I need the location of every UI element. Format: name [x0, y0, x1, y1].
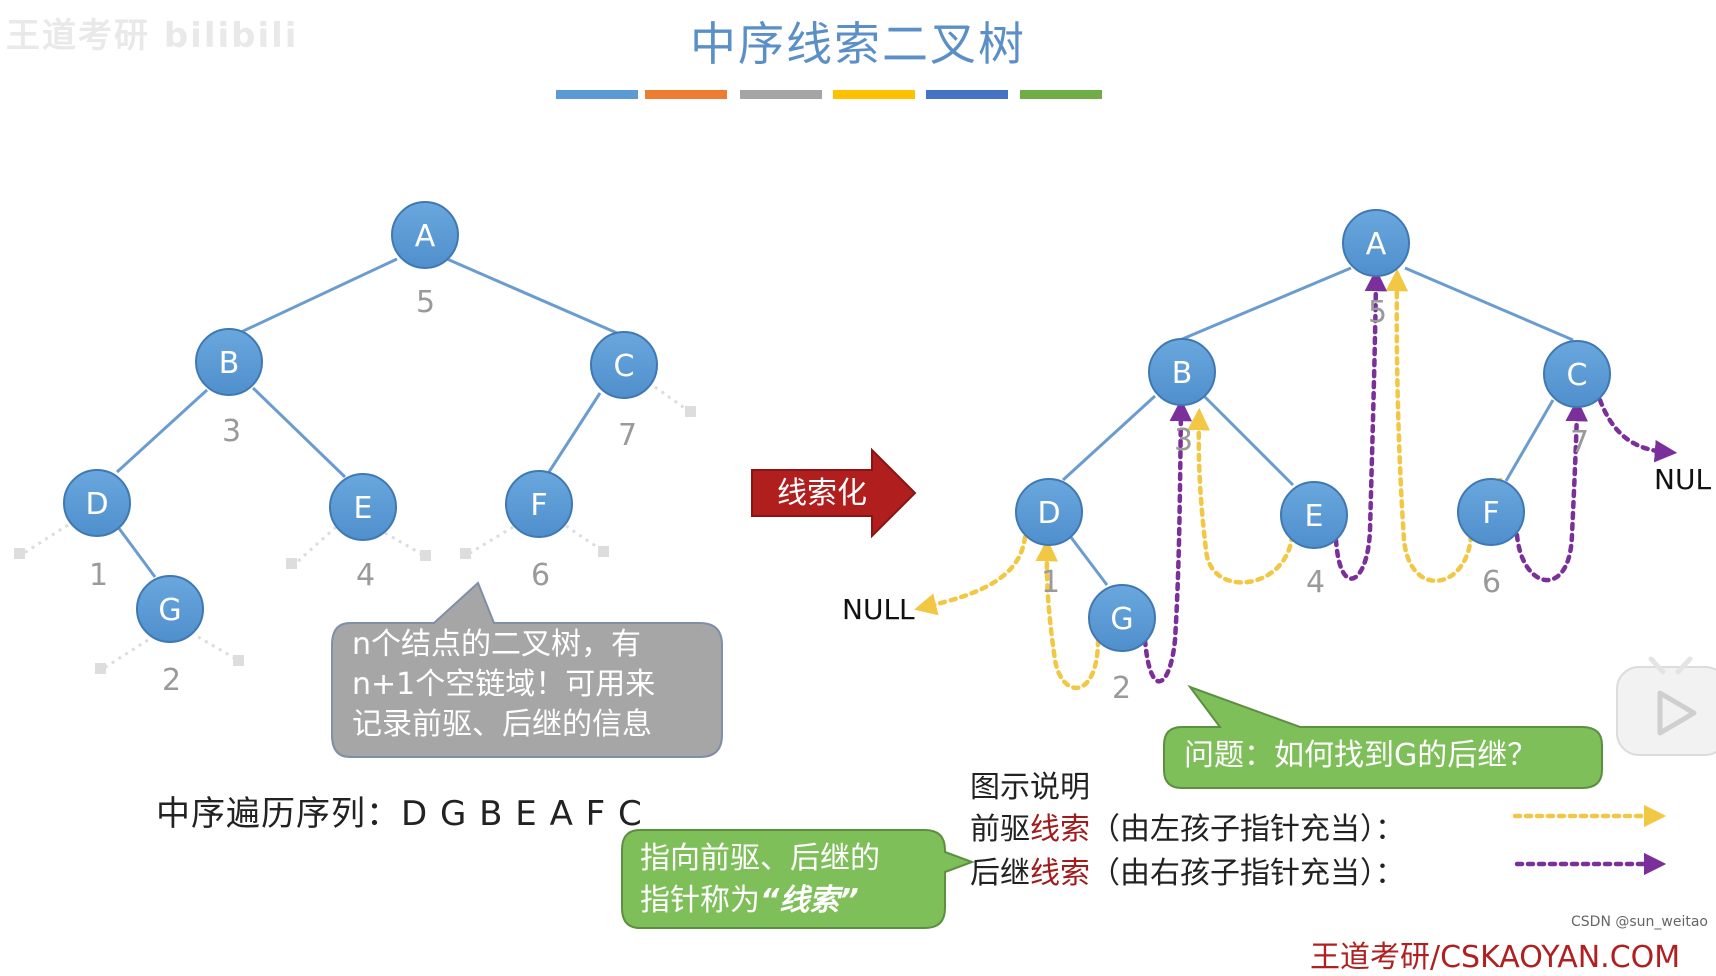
title-bar-6: [1020, 90, 1102, 99]
right-node-b: [1148, 338, 1216, 406]
left-tree-edges: [115, 257, 618, 578]
legend-thread-word: 线索: [1030, 856, 1090, 891]
left-node-c: [590, 331, 658, 399]
gray-bubble-shape: [331, 581, 723, 758]
gray-bubble-line: n个结点的二叉树，有: [352, 627, 642, 662]
left-tree-nodes: A 5B 3 C 7D 1 E 4 F 6G 2: [63, 201, 658, 698]
title-bar-1: [556, 90, 638, 99]
left-node-b: [195, 328, 263, 396]
right-order-label-c: 7: [1570, 425, 1589, 460]
right-order-label-a: 5: [1368, 295, 1387, 330]
page-title: 中序线索二叉树: [690, 17, 1026, 71]
left-order-label-c: 7: [618, 418, 637, 453]
csdn-credit: CSDN @sun_weitao: [1571, 914, 1708, 930]
left-node-label-a: A: [415, 219, 436, 254]
left-node-e: [329, 473, 397, 541]
sequence-label: 中序遍历序列：: [156, 794, 401, 834]
left-order-label-g: 2: [162, 663, 181, 698]
right-tree-nodes: A 5B 3 C 7D 1 E 4 F 6G 2: [1015, 209, 1611, 706]
legend-title: 图示说明: [970, 770, 1090, 805]
left-tree-null-links: [14, 385, 696, 674]
left-node-a: [391, 201, 459, 269]
legend-next-row: 后继线索（由右孩子指针充当）：: [970, 848, 1405, 892]
left-order-label-a: 5: [416, 285, 435, 320]
right-node-c: [1543, 340, 1611, 408]
question-bubble-shape: [1163, 684, 1603, 789]
right-node-f: [1457, 478, 1525, 546]
threading-arrow-label: 线索化: [777, 476, 867, 511]
null-right-label: NUL: [1654, 463, 1711, 496]
threading-arrow: 线索化: [751, 447, 917, 539]
legend-next-word: 后继: [970, 856, 1030, 891]
right-node-e: [1280, 481, 1348, 549]
right-node-label-g: G: [1110, 602, 1133, 637]
left-node-label-d: D: [85, 487, 108, 522]
watermark: 王道考研 bilibili: [6, 16, 299, 56]
left-node-label-b: B: [219, 346, 240, 381]
right-node-label-c: C: [1567, 358, 1588, 393]
right-order-label-d: 1: [1041, 565, 1060, 600]
legend-prev-word: 前驱: [970, 812, 1030, 847]
definition-bubble-text: 指向前驱、后继的 指针称为“线索”: [640, 838, 880, 922]
legend-prev-note: （由左孩子指针充当）：: [1090, 812, 1405, 847]
question-bubble-text: 问题：如何找到G的后继？: [1184, 738, 1538, 773]
definition-bubble-shape: [621, 829, 975, 929]
left-node-g: [136, 575, 204, 643]
predecessor-threads: [914, 268, 1503, 690]
definition-line-1: 指向前驱、后继的: [640, 841, 880, 876]
left-node-label-g: G: [158, 593, 181, 628]
title-bar-4: [833, 90, 915, 99]
left-node-d: [63, 469, 131, 537]
definition-thread-term: “线索”: [760, 883, 859, 918]
null-left-label: NULL: [842, 593, 915, 626]
gray-bubble-text: n个结点的二叉树，有 n+1个空链域！可用来 记录前驱、后继的信息: [352, 625, 655, 745]
right-node-label-a: A: [1366, 227, 1387, 262]
right-node-label-b: B: [1172, 356, 1193, 391]
left-node-label-e: E: [354, 491, 373, 526]
right-node-label-e: E: [1305, 499, 1324, 534]
diagram-canvas: A 5B 3 C 7D 1 E 4 F 6G 2 线索化 A 5B 3 C 7D 1 E 4 F 6G 2 NULL N…: [14, 90, 1716, 929]
left-order-label-b: 3: [222, 414, 241, 449]
sequence-value: D G B E A F C: [401, 794, 643, 834]
title-bar-2: [645, 90, 727, 99]
right-node-d: [1015, 478, 1083, 546]
right-order-label-f: 6: [1482, 565, 1501, 600]
right-order-label-g: 2: [1112, 671, 1131, 706]
gray-bubble-line: 记录前驱、后继的信息: [352, 707, 652, 742]
left-order-label-d: 1: [89, 558, 108, 593]
title-color-bars: [556, 90, 1102, 99]
left-order-label-f: 6: [531, 558, 550, 593]
gray-bubble-line: n+1个空链域！可用来: [352, 667, 656, 702]
legend-thread-word: 线索: [1030, 812, 1090, 847]
definition-plain: 指针称为: [640, 883, 760, 918]
left-node-f: [505, 470, 573, 538]
left-order-label-e: 4: [356, 558, 375, 593]
legend-next-note: （由右孩子指针充当）：: [1090, 856, 1405, 891]
successor-threads: [1142, 268, 1678, 684]
right-order-label-e: 4: [1306, 565, 1325, 600]
legend-prev-row: 前驱线索（由左孩子指针充当）：: [970, 804, 1405, 848]
right-node-a: [1342, 209, 1410, 277]
right-node-label-d: D: [1037, 496, 1060, 531]
title-bar-3: [740, 90, 822, 99]
right-node-g: [1088, 584, 1156, 652]
left-node-label-c: C: [614, 349, 635, 384]
right-order-label-b: 3: [1174, 423, 1193, 458]
play-icon[interactable]: [1616, 656, 1716, 756]
title-bar-5: [926, 90, 1008, 99]
definition-line-2: 指针称为“线索”: [640, 880, 880, 922]
left-node-label-f: F: [530, 488, 547, 523]
footer-brand: 王道考研/CSKAOYAN.COM: [1310, 940, 1681, 975]
right-node-label-f: F: [1482, 496, 1499, 531]
right-tree-edges: [1061, 266, 1574, 586]
inorder-sequence: 中序遍历序列：D G B E A F C: [156, 786, 643, 835]
